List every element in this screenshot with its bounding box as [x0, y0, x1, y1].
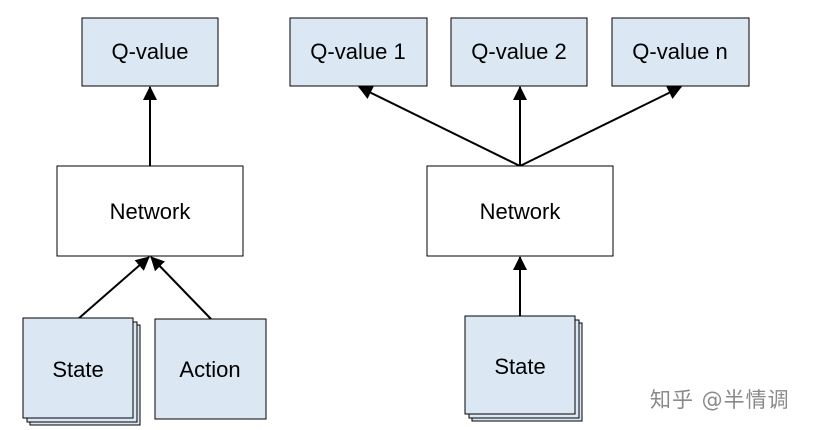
- left-network-box: Network: [56, 165, 244, 257]
- left-network-label: Network: [110, 199, 192, 224]
- right-q-value-2-label: Q-value 2: [471, 39, 566, 64]
- right-network-box: Network: [426, 165, 614, 257]
- left-action-box: Action: [154, 318, 267, 420]
- left-arrow-action-to-network: [150, 256, 212, 320]
- left-action-label: Action: [179, 357, 240, 382]
- right-diagram: Q-value 1 Q-value 2 Q-value n Network St: [289, 17, 750, 422]
- left-diagram: Q-value Network State Action: [22, 17, 267, 426]
- left-arrow-state-to-network: [77, 256, 150, 320]
- left-state-stack: State: [22, 317, 141, 426]
- right-q-value-n-box: Q-value n: [611, 17, 750, 87]
- left-q-value-box: Q-value: [81, 17, 219, 87]
- right-network-label: Network: [480, 199, 562, 224]
- left-state-label: State: [52, 357, 103, 382]
- right-q-value-1-box: Q-value 1: [289, 17, 428, 87]
- right-q-value-1-label: Q-value 1: [310, 39, 405, 64]
- right-q-value-n-label: Q-value n: [632, 39, 727, 64]
- right-state-label: State: [494, 354, 545, 379]
- right-state-stack: State: [464, 315, 583, 422]
- left-q-value-label: Q-value: [111, 39, 188, 64]
- right-q-value-2-box: Q-value 2: [450, 17, 588, 87]
- right-arrow-network-to-q1: [358, 86, 521, 167]
- watermark-text: 知乎 @半情调: [650, 388, 790, 412]
- right-arrow-network-to-qn: [519, 86, 682, 167]
